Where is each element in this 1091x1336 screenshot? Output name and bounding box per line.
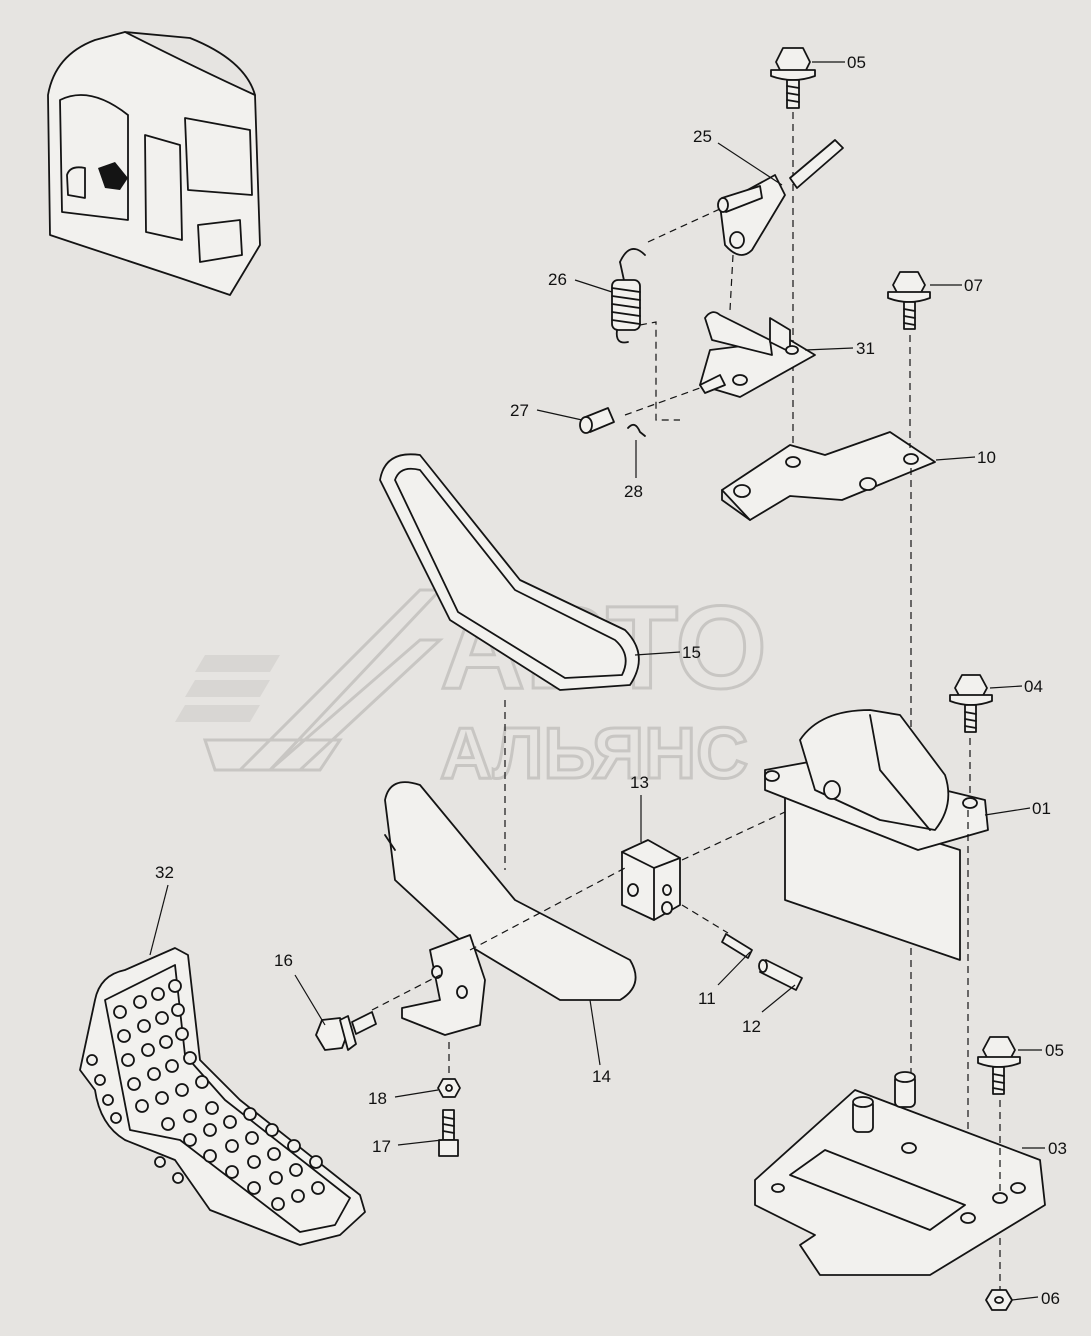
bolt-07 (887, 271, 931, 330)
bolt-17 (438, 1109, 459, 1157)
callout-12: 12 (742, 1017, 761, 1036)
pedal-arm-14 (384, 781, 637, 1036)
bolt-16 (315, 1011, 377, 1051)
pedal-sensor-01 (764, 709, 989, 961)
pedal-plate-15 (379, 453, 640, 691)
bolt-04 (949, 674, 993, 733)
callout-27: 27 (510, 401, 529, 420)
callout-13: 13 (630, 773, 649, 792)
mounting-plate-10 (721, 431, 936, 521)
lever-arm-25 (717, 139, 844, 256)
callout-26: 26 (548, 270, 567, 289)
callout-28: 28 (624, 482, 643, 501)
pedal-grip-studs (86, 979, 325, 1211)
callout-05-bottom: 05 (1045, 1041, 1064, 1060)
pivot-bracket-31 (699, 311, 816, 398)
callout-labels: 05 25 26 07 31 27 28 10 15 04 01 13 32 1… (155, 53, 1067, 1308)
callout-15: 15 (682, 643, 701, 662)
callout-04: 04 (1024, 677, 1043, 696)
callout-06: 06 (1041, 1289, 1060, 1308)
base-plate-03 (754, 1071, 1046, 1276)
callout-07: 07 (964, 276, 983, 295)
bolt-05-top (770, 47, 816, 109)
pin-27 (579, 407, 615, 434)
pin-12 (758, 959, 803, 991)
clip-28 (627, 423, 646, 437)
cab-locator-icon (47, 31, 261, 296)
callout-18: 18 (368, 1089, 387, 1108)
leader-lines (149, 61, 1045, 1301)
callout-16: 16 (274, 951, 293, 970)
callout-31: 31 (856, 339, 875, 358)
pin-11 (721, 933, 753, 959)
callout-03: 03 (1048, 1139, 1067, 1158)
spring-26 (611, 248, 646, 344)
pedal-block-13 (621, 839, 681, 921)
callout-11: 11 (698, 989, 716, 1008)
watermark-line2: АЛЬЯНС (440, 714, 748, 794)
callout-25: 25 (693, 127, 712, 146)
callout-10: 10 (977, 448, 996, 467)
nut-18 (437, 1078, 461, 1098)
bolt-05-bottom (977, 1036, 1021, 1095)
callout-05-top: 05 (847, 53, 866, 72)
callout-14: 14 (592, 1067, 611, 1086)
callout-01: 01 (1032, 799, 1051, 818)
pedal-pad-32 (79, 947, 366, 1246)
nut-06 (985, 1289, 1013, 1311)
callout-32: 32 (155, 863, 174, 882)
callout-17: 17 (372, 1137, 391, 1156)
